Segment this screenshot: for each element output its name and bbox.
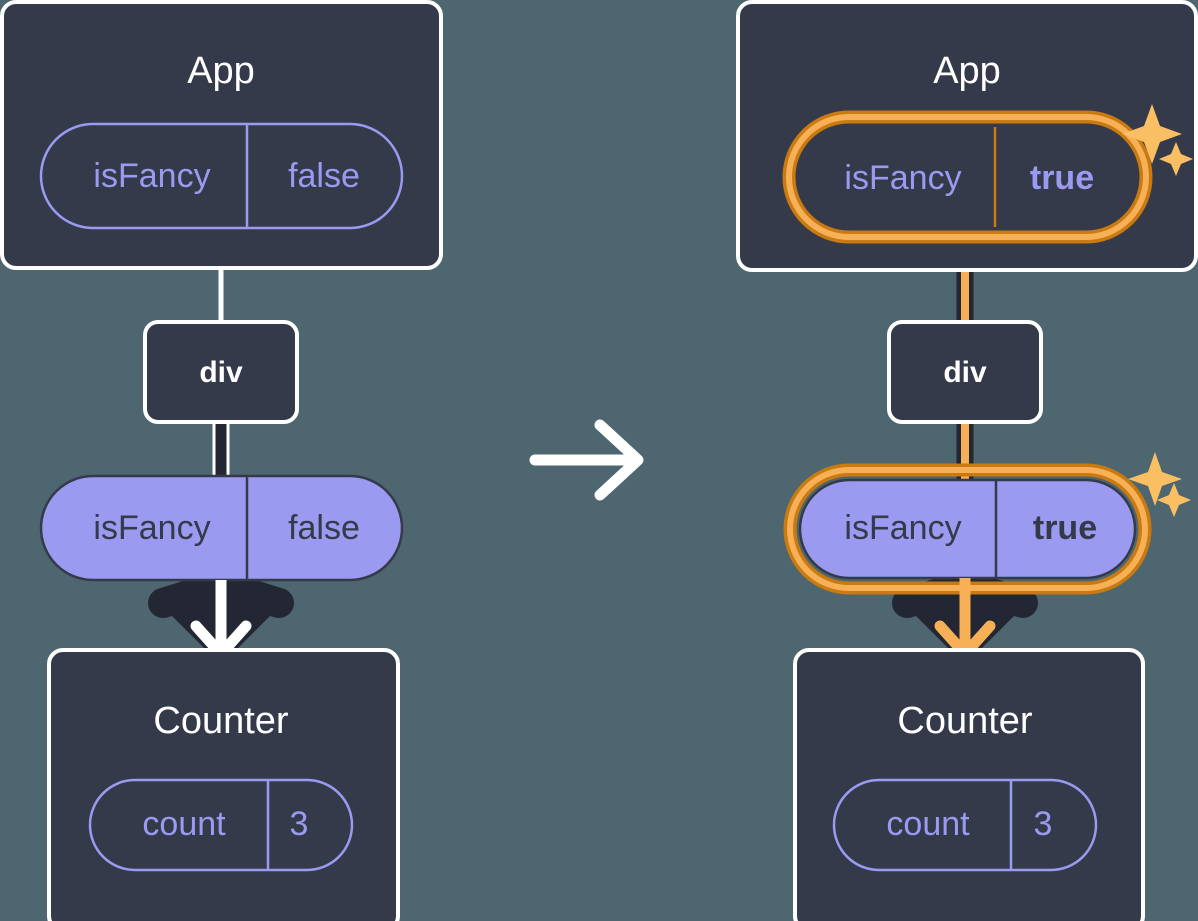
app-pill-value-after: true	[1030, 159, 1094, 197]
div-box-rect-after	[887, 320, 1043, 424]
counter-pill-name-after: count	[886, 805, 970, 843]
app-pill-name-after: isFancy	[844, 159, 961, 197]
div-box-label-before: div	[199, 356, 243, 389]
transition-arrow-icon	[529, 419, 644, 501]
sparkle-icon-app-after	[1122, 104, 1193, 176]
app-pill-value-before: false	[288, 157, 360, 195]
counter-pill-outline-after	[832, 778, 1098, 872]
app-pill-outline-before	[39, 122, 404, 230]
prop-pill-name-before: isFancy	[93, 509, 210, 547]
app-box-before	[0, 0, 443, 270]
counter-box-label-after: Counter	[897, 700, 1033, 742]
counter-box-after	[793, 648, 1145, 921]
counter-box-label-before: Counter	[153, 700, 289, 742]
counter-box-before	[47, 648, 400, 921]
div-box-after: div	[887, 320, 1043, 424]
app-pill-before: isFancy false	[39, 122, 404, 230]
div-box-before: div	[143, 320, 299, 424]
counter-pill-value-after: 3	[1034, 805, 1053, 843]
app-pill-after: isFancy true	[799, 127, 1136, 227]
panel-after: App isFancy true div	[736, 0, 1198, 921]
prop-pill-value-before: false	[288, 509, 360, 547]
app-pill-fill-after	[799, 127, 1136, 227]
app-box-label-before: App	[187, 50, 255, 92]
counter-pill-name-before: count	[142, 805, 226, 843]
counter-pill-before: count 3	[88, 778, 354, 872]
panel-before: App isFancy false div isFancy false	[0, 0, 443, 921]
sparkle-icon-prop-after	[1128, 452, 1191, 517]
counter-pill-value-before: 3	[290, 805, 309, 843]
counter-pill-outline-before	[88, 778, 354, 872]
prop-pill-before: isFancy false	[39, 474, 404, 582]
prop-pill-name-after: isFancy	[844, 509, 961, 547]
div-box-rect-before	[143, 320, 299, 424]
counter-pill-after: count 3	[832, 778, 1098, 872]
app-box-label-after: App	[933, 50, 1001, 92]
prop-pill-after: isFancy true	[798, 478, 1137, 580]
app-pill-highlight-after	[782, 110, 1153, 244]
prop-pill-value-after: true	[1033, 509, 1097, 547]
app-pill-name-before: isFancy	[93, 157, 210, 195]
div-box-label-after: div	[943, 356, 987, 389]
